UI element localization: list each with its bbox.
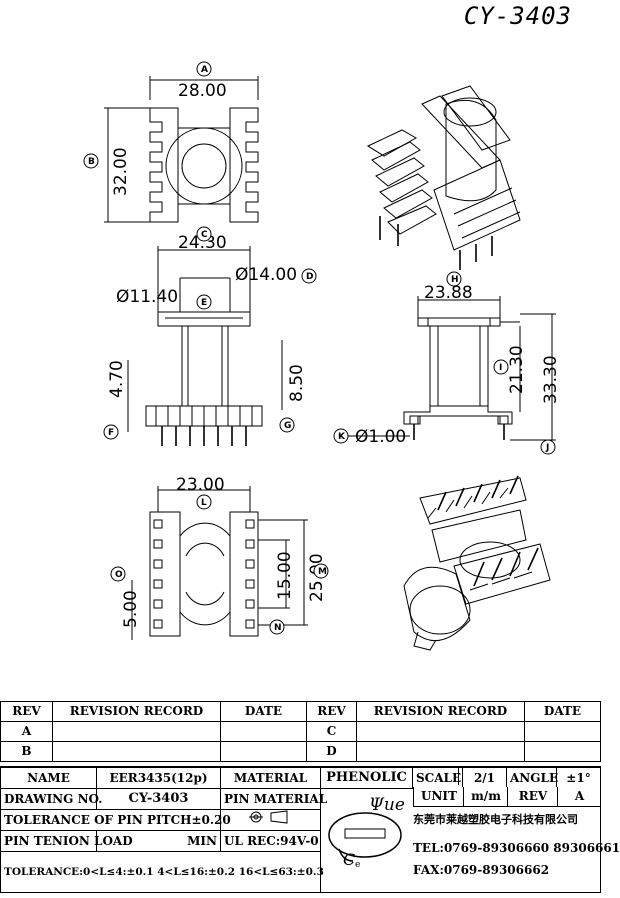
balloon-m: M	[318, 567, 327, 577]
revision-table: REV REVISION RECORD DATE REV REVISION RE…	[0, 701, 601, 762]
name-label: NAME	[0, 766, 97, 789]
dim-front-right-h: 8.50	[287, 364, 307, 402]
company-overlay: C e Ψue 东莞市莱越塑胶电子科技有限公司 TEL:0769-8930666…	[317, 766, 620, 898]
balloon-h: H	[451, 275, 459, 285]
record-cell	[356, 721, 525, 742]
balloon-a: A	[201, 65, 208, 75]
balloon-k: K	[338, 432, 346, 442]
revision-header-row: REV REVISION RECORD DATE REV REVISION RE…	[0, 701, 601, 722]
angle-label: ANGLE	[506, 766, 558, 789]
table-row: B D	[0, 741, 601, 762]
front-view: 24.30 Ø14.00 Ø11.40 4.70 8.50	[107, 233, 307, 446]
logo-letters: Ψue	[369, 795, 405, 815]
date-cell	[524, 721, 601, 742]
dim-top-height: 32.00	[111, 147, 131, 196]
dim-bottom-h1: 15.00	[275, 551, 295, 600]
revision-record-header: REVISION RECORD	[356, 701, 525, 722]
dim-side-total-h: 33.30	[541, 355, 561, 404]
date-header: DATE	[220, 701, 307, 722]
record-cell	[356, 741, 525, 762]
name-value: EER3435(12p)	[96, 766, 221, 789]
record-cell	[52, 741, 221, 762]
balloon-l: L	[201, 498, 207, 508]
company-name: 东莞市莱越塑胶电子科技有限公司	[413, 813, 578, 826]
unit-value: m/m	[471, 789, 501, 803]
dim-front-left-h: 4.70	[107, 360, 127, 398]
tolerance-note: TOLERANCE:0<L≤4:±0.1 4<L≤16:±0.2 16<L≤63…	[0, 851, 324, 893]
balloon-i: I	[499, 363, 502, 373]
balloon-g: G	[284, 421, 291, 431]
svg-text:e: e	[355, 860, 360, 870]
material-value: PHENOLIC	[320, 766, 413, 789]
rev-cell: C	[306, 721, 357, 742]
rev-label: REV	[518, 789, 548, 803]
balloon-e: E	[201, 298, 207, 308]
rev-cell: D	[306, 741, 357, 762]
pin-load-label: PIN TENION LOAD	[0, 830, 133, 852]
record-cell	[52, 721, 221, 742]
dim-front-width: 24.30	[178, 233, 227, 253]
balloon-j: J	[545, 443, 549, 453]
dim-side-inner-h: 21.30	[507, 345, 527, 394]
date-header: DATE	[524, 701, 601, 722]
rev-cell: A	[0, 721, 53, 742]
ul-rec: UL REC:94V-0	[220, 830, 321, 852]
dim-bottom-width: 23.00	[176, 475, 225, 495]
company-tel: TEL:0769-89306660 89306661	[413, 841, 620, 855]
rev-cell: B	[0, 741, 53, 762]
top-view: 28.00 32.00	[104, 76, 259, 223]
bottom-view: 23.00 25.00 15.00 5.00	[121, 475, 327, 640]
isometric-view-top	[366, 85, 521, 270]
dim-core-dia: Ø11.40	[116, 287, 178, 307]
rev-value: A	[574, 789, 585, 803]
dim-pin-dia: Ø1.00	[355, 427, 406, 447]
company-logo: C e Ψue	[325, 791, 409, 870]
drawing-title: CY-3403	[463, 2, 572, 30]
rev-header: REV	[306, 701, 357, 722]
angle-value: ±1°	[556, 766, 601, 789]
date-cell	[220, 741, 307, 762]
balloon-n: N	[274, 623, 282, 633]
company-fax: FAX:0769-89306662	[413, 863, 550, 877]
unit-rev-row: UNIT m/m REV A	[413, 787, 600, 807]
pin-material-label: PIN MATERIAL	[220, 788, 327, 810]
balloon-b: B	[88, 157, 95, 167]
side-view: 23.88 21.30 33.30 Ø1.00	[346, 283, 561, 447]
balloons: A B C D E F G H I J K L M N O	[83, 61, 556, 635]
isometric-view-bottom	[403, 475, 551, 651]
revision-record-header: REVISION RECORD	[52, 701, 221, 722]
company-logo-icon: C e	[328, 812, 402, 870]
date-cell	[220, 721, 307, 742]
projection-symbol-icon	[248, 810, 287, 824]
dim-flange-dia: Ø14.00	[235, 265, 297, 285]
projection-symbol	[220, 809, 321, 831]
drawing-no-label: DRAWING NO.	[0, 788, 102, 810]
dim-side-width: 23.88	[424, 283, 473, 303]
balloon-o: O	[115, 570, 123, 580]
date-cell	[524, 741, 601, 762]
tolerance-pitch: TOLERANCE OF PIN PITCH±0.20	[0, 809, 231, 831]
rev-header: REV	[0, 701, 53, 722]
material-label: MATERIAL	[220, 766, 321, 789]
table-row: A C	[0, 721, 601, 742]
drawing-no-value: CY-3403	[96, 788, 221, 810]
unit-label: UNIT	[421, 789, 457, 803]
title-block: NAME EER3435(12p) MATERIAL PHENOLIC SCAL…	[0, 766, 601, 893]
technical-drawing: 28.00 32.00 24.30 Ø14.00 Ø11.40	[83, 61, 561, 651]
dim-pitch: 5.00	[121, 590, 141, 628]
balloon-f: F	[108, 428, 114, 438]
balloon-d: D	[306, 272, 313, 282]
svg-text:C: C	[343, 850, 355, 869]
balloon-c: C	[201, 230, 208, 240]
dim-top-width: 28.00	[178, 81, 227, 101]
